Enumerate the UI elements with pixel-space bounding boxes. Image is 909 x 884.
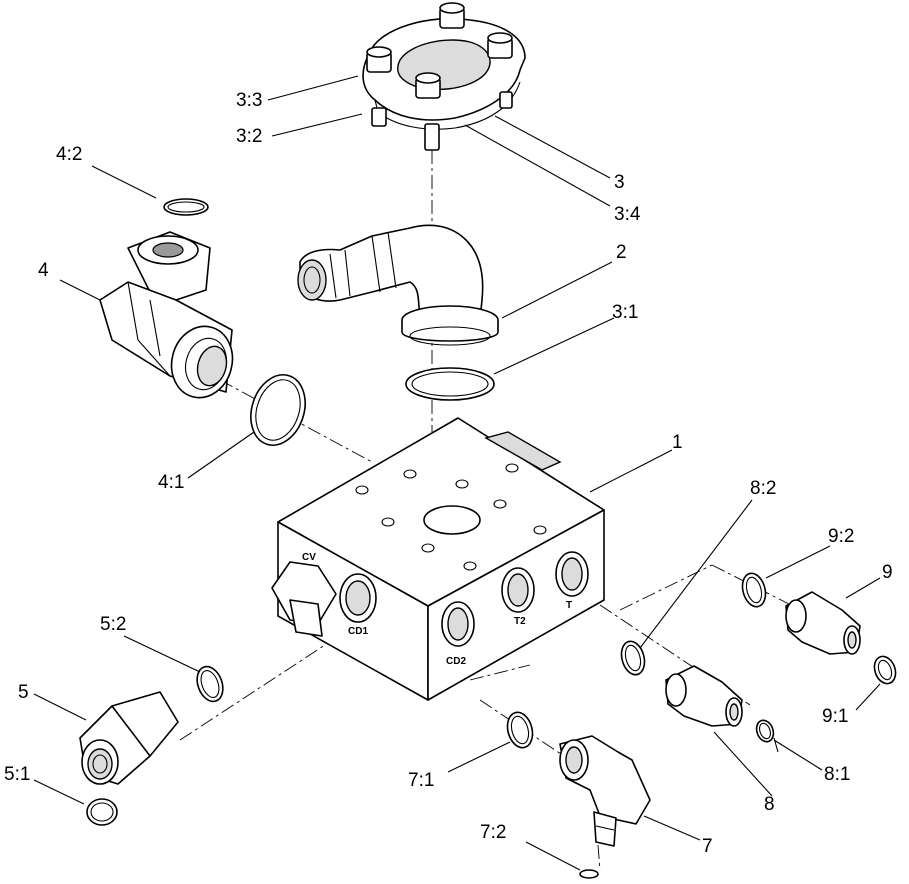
leader-lines	[33, 75, 881, 871]
elbow-fitting-part-2	[297, 224, 499, 346]
o-ring-7-2	[579, 869, 599, 879]
o-ring-5-1	[86, 798, 118, 826]
callout-7: 7	[702, 836, 713, 857]
o-ring-5-2	[196, 665, 224, 703]
port-label-cd2: CD2	[446, 656, 466, 667]
elbow-adapter-part-4	[99, 231, 234, 399]
o-ring-9-2	[741, 572, 767, 608]
callout-9: 9	[882, 562, 893, 583]
callout-3-2: 3:2	[236, 126, 262, 147]
port-cd1	[339, 573, 377, 623]
o-ring-7-1	[506, 711, 534, 749]
flange-bolt	[366, 46, 392, 73]
o-ring-9-1	[873, 655, 897, 685]
port-label-t: T	[566, 600, 572, 611]
top-face-holes	[355, 463, 547, 571]
callout-5-1: 5:1	[4, 764, 30, 785]
o-ring-4-1	[250, 374, 306, 446]
adapter-part-8	[665, 665, 743, 727]
callout-4-2: 4:2	[56, 144, 82, 165]
o-ring-8-2	[620, 640, 646, 676]
callout-3-4: 3:4	[614, 204, 641, 225]
o-ring-3-1	[405, 367, 495, 401]
callout-9-1: 9:1	[822, 706, 848, 727]
port-label-t2: T2	[514, 616, 526, 627]
port-t	[555, 551, 589, 597]
o-ring-4-2	[163, 198, 209, 216]
flange-bolt	[415, 72, 441, 99]
o-ring-8-1	[755, 719, 775, 743]
callout-3: 3	[614, 172, 625, 193]
port-t2	[501, 567, 535, 613]
callout-7-2: 7:2	[480, 822, 506, 843]
callout-7-1: 7:1	[408, 770, 434, 791]
callout-8-2: 8:2	[750, 478, 776, 499]
callout-5-2: 5:2	[100, 614, 126, 635]
elbow-part-7	[559, 735, 651, 847]
callout-4-1: 4:1	[158, 472, 184, 493]
cv-plug	[271, 561, 337, 637]
adapter-part-9	[785, 591, 861, 655]
callout-1: 1	[672, 432, 683, 453]
manifold-block-part-1: CV CD1 CD2 T2 T	[271, 417, 605, 701]
callout-9-2: 9:2	[828, 526, 854, 547]
split-flange-part-3	[362, 2, 526, 151]
elbow-part-5	[79, 691, 179, 785]
callout-3-1: 3:1	[612, 302, 638, 323]
callout-4: 4	[38, 260, 49, 281]
port-cd2	[441, 601, 475, 647]
flange-bolt	[487, 32, 513, 59]
callout-3-3: 3:3	[236, 90, 262, 111]
callout-5: 5	[18, 682, 29, 703]
flange-bolt	[439, 2, 465, 29]
callout-2: 2	[616, 242, 627, 263]
callout-labels: 3:3 3:2 3 3:4 4:2 4 2 3:1 4:1 1 8:2 9:2 …	[4, 90, 893, 857]
callout-8: 8	[764, 794, 775, 815]
port-label-cv: CV	[302, 552, 316, 563]
port-label-cd1: CD1	[348, 626, 368, 637]
callout-8-1: 8:1	[824, 764, 850, 785]
